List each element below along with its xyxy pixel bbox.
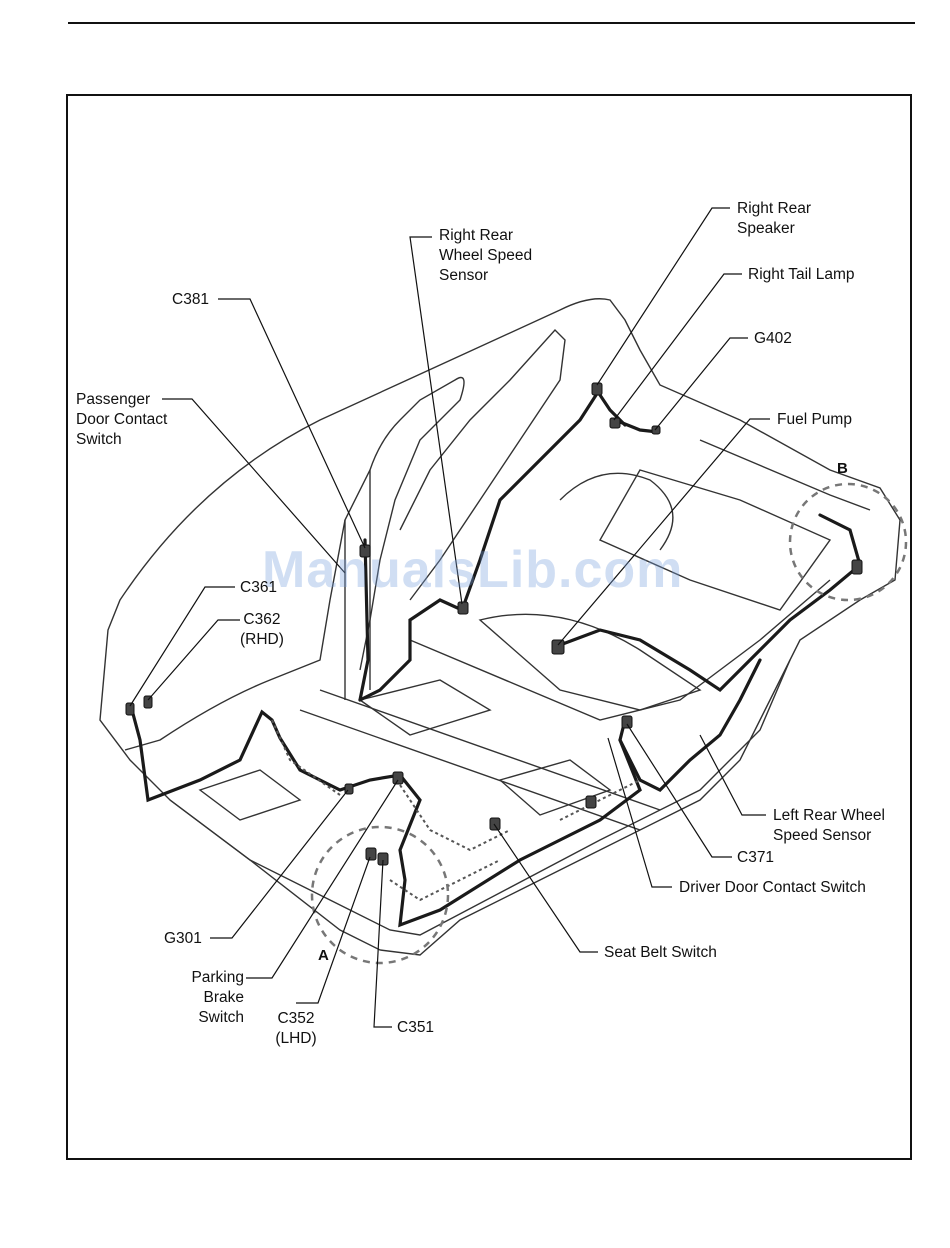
label-c371: C371 — [737, 848, 774, 868]
connectors — [126, 383, 862, 865]
connector-parking-brake — [393, 772, 403, 784]
leader-left-rear-wss — [700, 735, 766, 815]
leader-c381 — [218, 299, 365, 548]
connector-c371 — [622, 716, 632, 728]
label-c381: C381 — [172, 290, 209, 310]
seat-pan-1 — [200, 770, 300, 820]
label-c361: C361 — [240, 578, 277, 598]
leader-c361 — [130, 587, 235, 706]
label-g301: G301 — [164, 929, 202, 949]
leader-c352 — [296, 857, 370, 1003]
leader-c371 — [627, 724, 732, 857]
label-driver-door-contact-switch: Driver Door Contact Switch — [679, 878, 866, 898]
leader-g402 — [655, 338, 748, 430]
connector-seat-belt — [490, 818, 500, 830]
connector-c352 — [366, 848, 376, 860]
label-c352: C352(LHD) — [268, 1009, 324, 1049]
label-g402: G402 — [754, 329, 792, 349]
label-detail-b: B — [837, 459, 848, 479]
leader-fuel-pump — [558, 419, 770, 645]
leader-c351 — [374, 860, 392, 1027]
leader-right-rear-speaker — [597, 208, 730, 385]
vehicle-body — [100, 299, 900, 955]
label-detail-a: A — [318, 946, 329, 966]
harness-floor-center — [360, 600, 462, 700]
rear-floor-pan — [480, 614, 700, 710]
connector-b — [852, 560, 862, 574]
label-right-tail-lamp: Right Tail Lamp — [748, 265, 855, 285]
harness-left-side — [132, 710, 640, 925]
cross-member — [300, 690, 660, 830]
watermark: ManualsLib.com — [262, 540, 683, 600]
connector-driver-door — [586, 796, 596, 808]
label-seat-belt-switch: Seat Belt Switch — [604, 943, 717, 963]
connector-c361 — [126, 703, 134, 715]
connector-right-rear-wss — [458, 602, 468, 614]
connector-fuel-pump — [552, 640, 564, 654]
leader-driver-door — [608, 738, 672, 887]
label-c351: C351 — [397, 1018, 434, 1038]
detail-circle-a — [312, 827, 448, 963]
connector-g402 — [652, 426, 660, 434]
harness — [132, 392, 860, 925]
connector-c362 — [144, 696, 152, 708]
harness-driver — [620, 660, 760, 790]
leader-c362 — [148, 620, 240, 700]
roof-rail-outline — [100, 299, 900, 955]
label-fuel-pump: Fuel Pump — [777, 410, 852, 430]
label-c362: C362(RHD) — [240, 610, 284, 650]
